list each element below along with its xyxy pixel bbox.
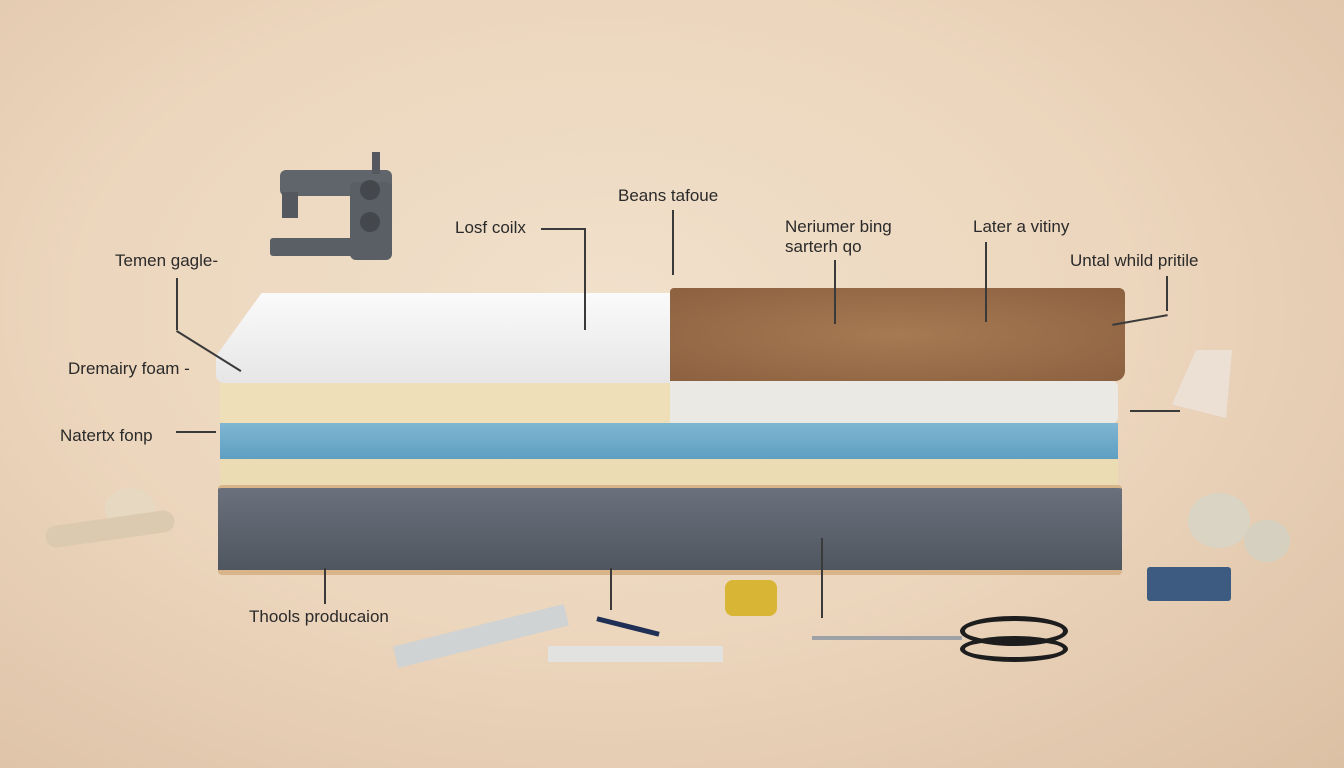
sewing-machine-icon [268, 152, 398, 272]
felt-ball-small-icon [1244, 520, 1290, 562]
label-natertx-fonp: Natertx fonp [60, 426, 153, 445]
light-gray-layer [670, 381, 1118, 423]
card-icon [548, 646, 723, 662]
cream-comfort-layer [220, 383, 670, 423]
label-beans-tafoue: Beans tafoue [618, 186, 719, 205]
label-temen-gagle: Temen gagle- [115, 251, 219, 270]
blue-foam-layer [220, 423, 1118, 459]
label-thools-producaion: Thools producaion [249, 607, 389, 626]
fabric-sample-icon [1172, 350, 1232, 418]
coir-fiber-top-layer [670, 288, 1125, 381]
cream-support-layer [220, 459, 1118, 489]
base-layer [218, 485, 1122, 575]
label-neriumer-line2: sarterh qo [785, 237, 862, 256]
scissors-icon [812, 614, 1068, 664]
label-dremairy-foam: Dremairy foam - [68, 359, 190, 378]
label-losf-coilx: Losf coilx [455, 218, 526, 237]
yarn-ball-icon [44, 488, 185, 558]
label-later-a-vitiny: Later a vitiny [973, 217, 1070, 236]
pencil-icon [596, 616, 660, 637]
felt-ball-icon [1188, 493, 1250, 548]
label-untal-whild: Untal whild pritile [1070, 251, 1199, 270]
sponge-block-icon [1147, 567, 1231, 601]
ruler-icon [392, 604, 570, 668]
label-neriumer: Neriumer bing sarterh qo [785, 217, 892, 257]
white-foam-top-layer [216, 293, 672, 383]
label-neriumer-line1: Neriumer bing [785, 217, 892, 236]
tape-measure-icon [725, 580, 777, 616]
